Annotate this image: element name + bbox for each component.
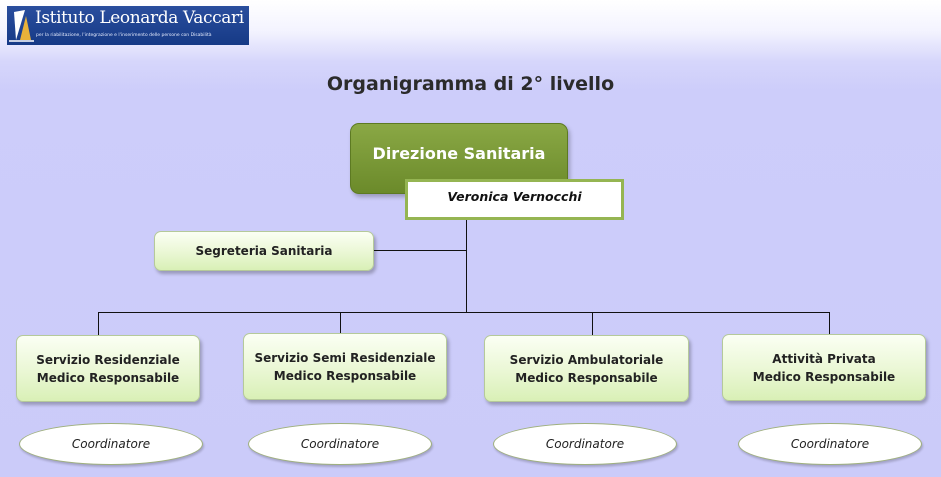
service-title: Attività Privata [772, 351, 876, 366]
director-name-box: Veronica Vernocchi [405, 179, 624, 220]
sailboat-icon [9, 10, 34, 42]
coordinator-oval-1: Coordinatore [19, 423, 203, 465]
secretary-label: Segreteria Sanitaria [195, 244, 333, 258]
director-role: Direzione Sanitaria [372, 144, 546, 163]
service-box-residenziale: Servizio Residenziale Medico Responsabil… [16, 335, 200, 402]
service-box-ambulatoriale: Servizio Ambulatoriale Medico Responsabi… [484, 335, 689, 402]
service-title: Servizio Semi Residenziale [254, 350, 436, 365]
service-subtitle: Medico Responsabile [515, 370, 658, 385]
service-subtitle: Medico Responsabile [36, 370, 180, 385]
service-subtitle: Medico Responsabile [273, 368, 417, 383]
coordinator-oval-4: Coordinatore [738, 423, 922, 465]
logo-name: Istituto Leonarda Vaccari [35, 8, 244, 28]
segreteria-sanitaria-box: Segreteria Sanitaria [154, 231, 374, 271]
service-title: Servizio Ambulatoriale [509, 352, 664, 367]
coordinator-oval-2: Coordinatore [248, 423, 432, 465]
service-box-attivita-privata: Attività Privata Medico Responsabile [722, 334, 926, 401]
coordinator-oval-3: Coordinatore [493, 423, 677, 465]
page-title: Organigramma di 2° livello [326, 73, 615, 95]
institute-logo: Istituto Leonarda Vaccari per la riabili… [7, 6, 249, 45]
service-title: Servizio Residenziale [36, 352, 180, 367]
service-box-semi-residenziale: Servizio Semi Residenziale Medico Respon… [243, 333, 447, 400]
service-subtitle: Medico Responsabile [752, 369, 896, 384]
logo-tagline: per la riabilitazione, l'integrazione e … [36, 33, 212, 38]
